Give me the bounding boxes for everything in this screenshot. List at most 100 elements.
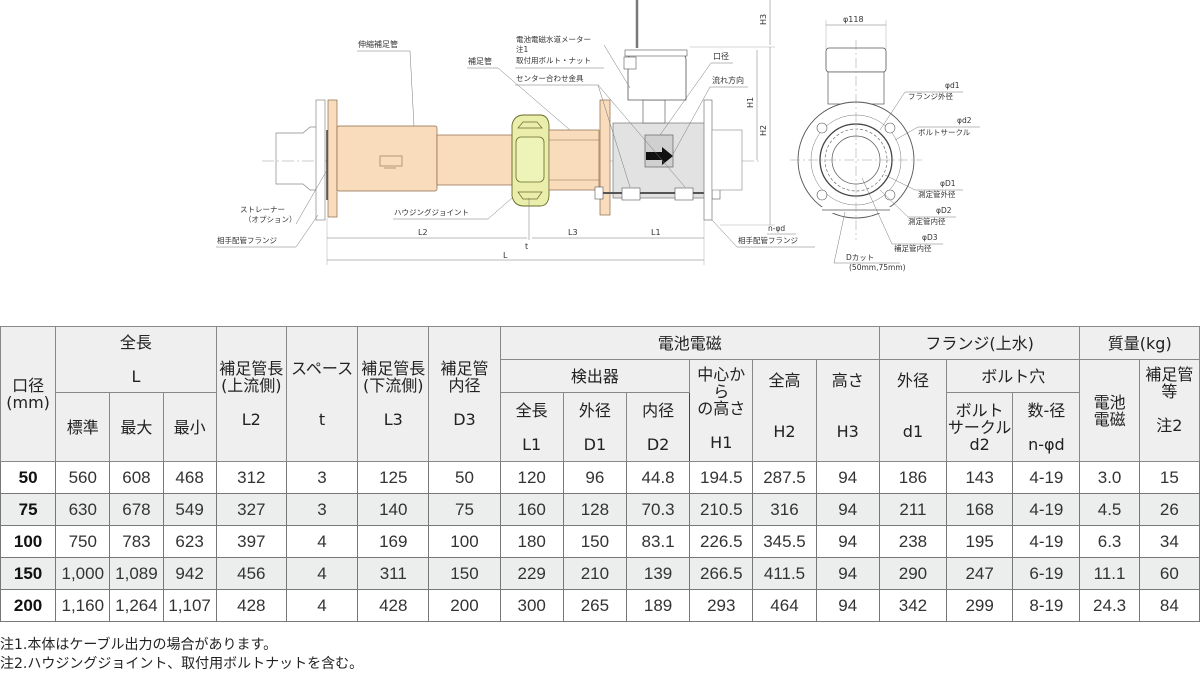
svg-text:t: t — [525, 242, 528, 251]
footnote-1: 注1.本体はケーブル出力の場合があります。 — [0, 637, 278, 653]
cell-fd2: 143 — [946, 461, 1014, 494]
cell-d2: 139 — [625, 557, 691, 590]
cell-h3: 94 — [815, 589, 880, 622]
header-std: 標準 — [55, 392, 111, 462]
svg-text:流れ方向: 流れ方向 — [712, 75, 744, 85]
cell-std: 1,000 — [55, 557, 111, 590]
svg-text:φD1: φD1 — [940, 179, 956, 188]
cell-m-meter: 3.0 — [1079, 461, 1140, 494]
cell-min: 1,107 — [162, 589, 217, 622]
cell-std: 750 — [55, 525, 111, 558]
cell-d2: 44.8 — [625, 461, 691, 494]
cell-t: 3 — [285, 493, 359, 526]
cell-m-meter: 6.3 — [1079, 525, 1140, 558]
cell-d1: 150 — [562, 525, 627, 558]
svg-text:φd1: φd1 — [945, 81, 960, 90]
cell-l1: 160 — [499, 493, 564, 526]
cell-t: 4 — [285, 557, 359, 590]
cell-min: 942 — [162, 557, 217, 590]
svg-text:相手配管フランジ: 相手配管フランジ — [738, 235, 798, 245]
header-bore: 口径(mm) — [0, 326, 57, 462]
cell-l1: 120 — [499, 461, 564, 494]
cell-m-meter: 11.1 — [1079, 557, 1140, 590]
cell-d1: 265 — [562, 589, 627, 622]
cell-h2: 345.5 — [752, 525, 817, 558]
svg-text:（オプション）: （オプション） — [244, 215, 297, 224]
cell-t: 3 — [285, 461, 359, 494]
flow-arrow-icon — [646, 147, 673, 165]
cell-t: 4 — [285, 589, 359, 622]
cell-l1: 300 — [499, 589, 564, 622]
cell-d3: 50 — [428, 461, 501, 494]
cell-h1: 194.5 — [689, 461, 754, 494]
cell-bore: 50 — [0, 461, 57, 494]
cell-m-meter: 4.5 — [1079, 493, 1140, 526]
cell-l2: 312 — [215, 461, 287, 494]
svg-text:センター合わせ金具: センター合わせ金具 — [516, 73, 584, 83]
cell-max: 1,089 — [109, 557, 164, 590]
header-bolt-hole: ボルト穴 — [946, 359, 1081, 393]
header-detector: 検出器 — [499, 359, 691, 393]
svg-text:取付用ボルト・ナット: 取付用ボルト・ナット — [516, 55, 591, 65]
svg-text:ストレーナー: ストレーナー — [240, 205, 285, 214]
cell-l3: 428 — [357, 589, 430, 622]
cell-min: 549 — [162, 493, 217, 526]
cell-d2: 70.3 — [625, 493, 691, 526]
cell-l3: 140 — [357, 493, 430, 526]
cell-nd: 6-19 — [1012, 557, 1081, 590]
expansion-pipe — [336, 125, 438, 192]
header-battery-em: 電池電磁 — [499, 326, 880, 360]
cell-m-supp: 84 — [1138, 589, 1200, 622]
cell-h1: 210.5 — [689, 493, 754, 526]
cell-m-meter: 24.3 — [1079, 589, 1140, 622]
cell-nd: 4-19 — [1012, 461, 1081, 494]
cell-max: 783 — [109, 525, 164, 558]
svg-text:H1: H1 — [746, 97, 755, 108]
cell-min: 468 — [162, 461, 217, 494]
footnote-2: 注2.ハウジングジョイント、取付用ボルトナットを含む。 — [0, 656, 364, 672]
cell-d1: 128 — [562, 493, 627, 526]
cell-d3: 100 — [428, 525, 501, 558]
cell-l2: 327 — [215, 493, 287, 526]
cell-l2: 428 — [215, 589, 287, 622]
svg-text:L3: L3 — [568, 228, 578, 237]
cell-t: 4 — [285, 525, 359, 558]
svg-text:補足管内径: 補足管内径 — [894, 243, 932, 253]
cell-bore: 150 — [0, 557, 57, 590]
svg-text:φD3: φD3 — [922, 233, 938, 242]
header-max: 最大 — [109, 392, 164, 462]
cell-d1: 96 — [562, 461, 627, 494]
cell-m-supp: 26 — [1138, 493, 1200, 526]
header-flange: フランジ(上水) — [878, 326, 1081, 360]
cell-h2: 464 — [752, 589, 817, 622]
svg-text:H2: H2 — [759, 125, 768, 136]
svg-text:フランジ外径: フランジ外径 — [908, 91, 953, 101]
svg-text:L2: L2 — [418, 228, 428, 237]
cell-h2: 287.5 — [752, 461, 817, 494]
cell-max: 1,264 — [109, 589, 164, 622]
cell-l2: 456 — [215, 557, 287, 590]
dimension-drawing: H3 H1 H2 L2 L3 L1 t L 伸縮補足管 補足管 電池電磁水道メー… — [0, 0, 1200, 325]
mating-pipe-left — [275, 126, 319, 191]
cell-h3: 94 — [815, 525, 880, 558]
svg-text:φD2: φD2 — [936, 206, 952, 215]
svg-text:ボルトサークル: ボルトサークル — [918, 128, 971, 137]
cell-fd1: 238 — [878, 525, 948, 558]
cell-nd: 4-19 — [1012, 525, 1081, 558]
cell-fd2: 195 — [946, 525, 1014, 558]
svg-text:φd2: φd2 — [957, 116, 972, 125]
cell-fd2: 247 — [946, 557, 1014, 590]
svg-text:L: L — [503, 251, 508, 260]
footnotes: 注1.本体はケーブル出力の場合があります。 注2.ハウジングジョイント、取付用ボ… — [0, 636, 363, 674]
